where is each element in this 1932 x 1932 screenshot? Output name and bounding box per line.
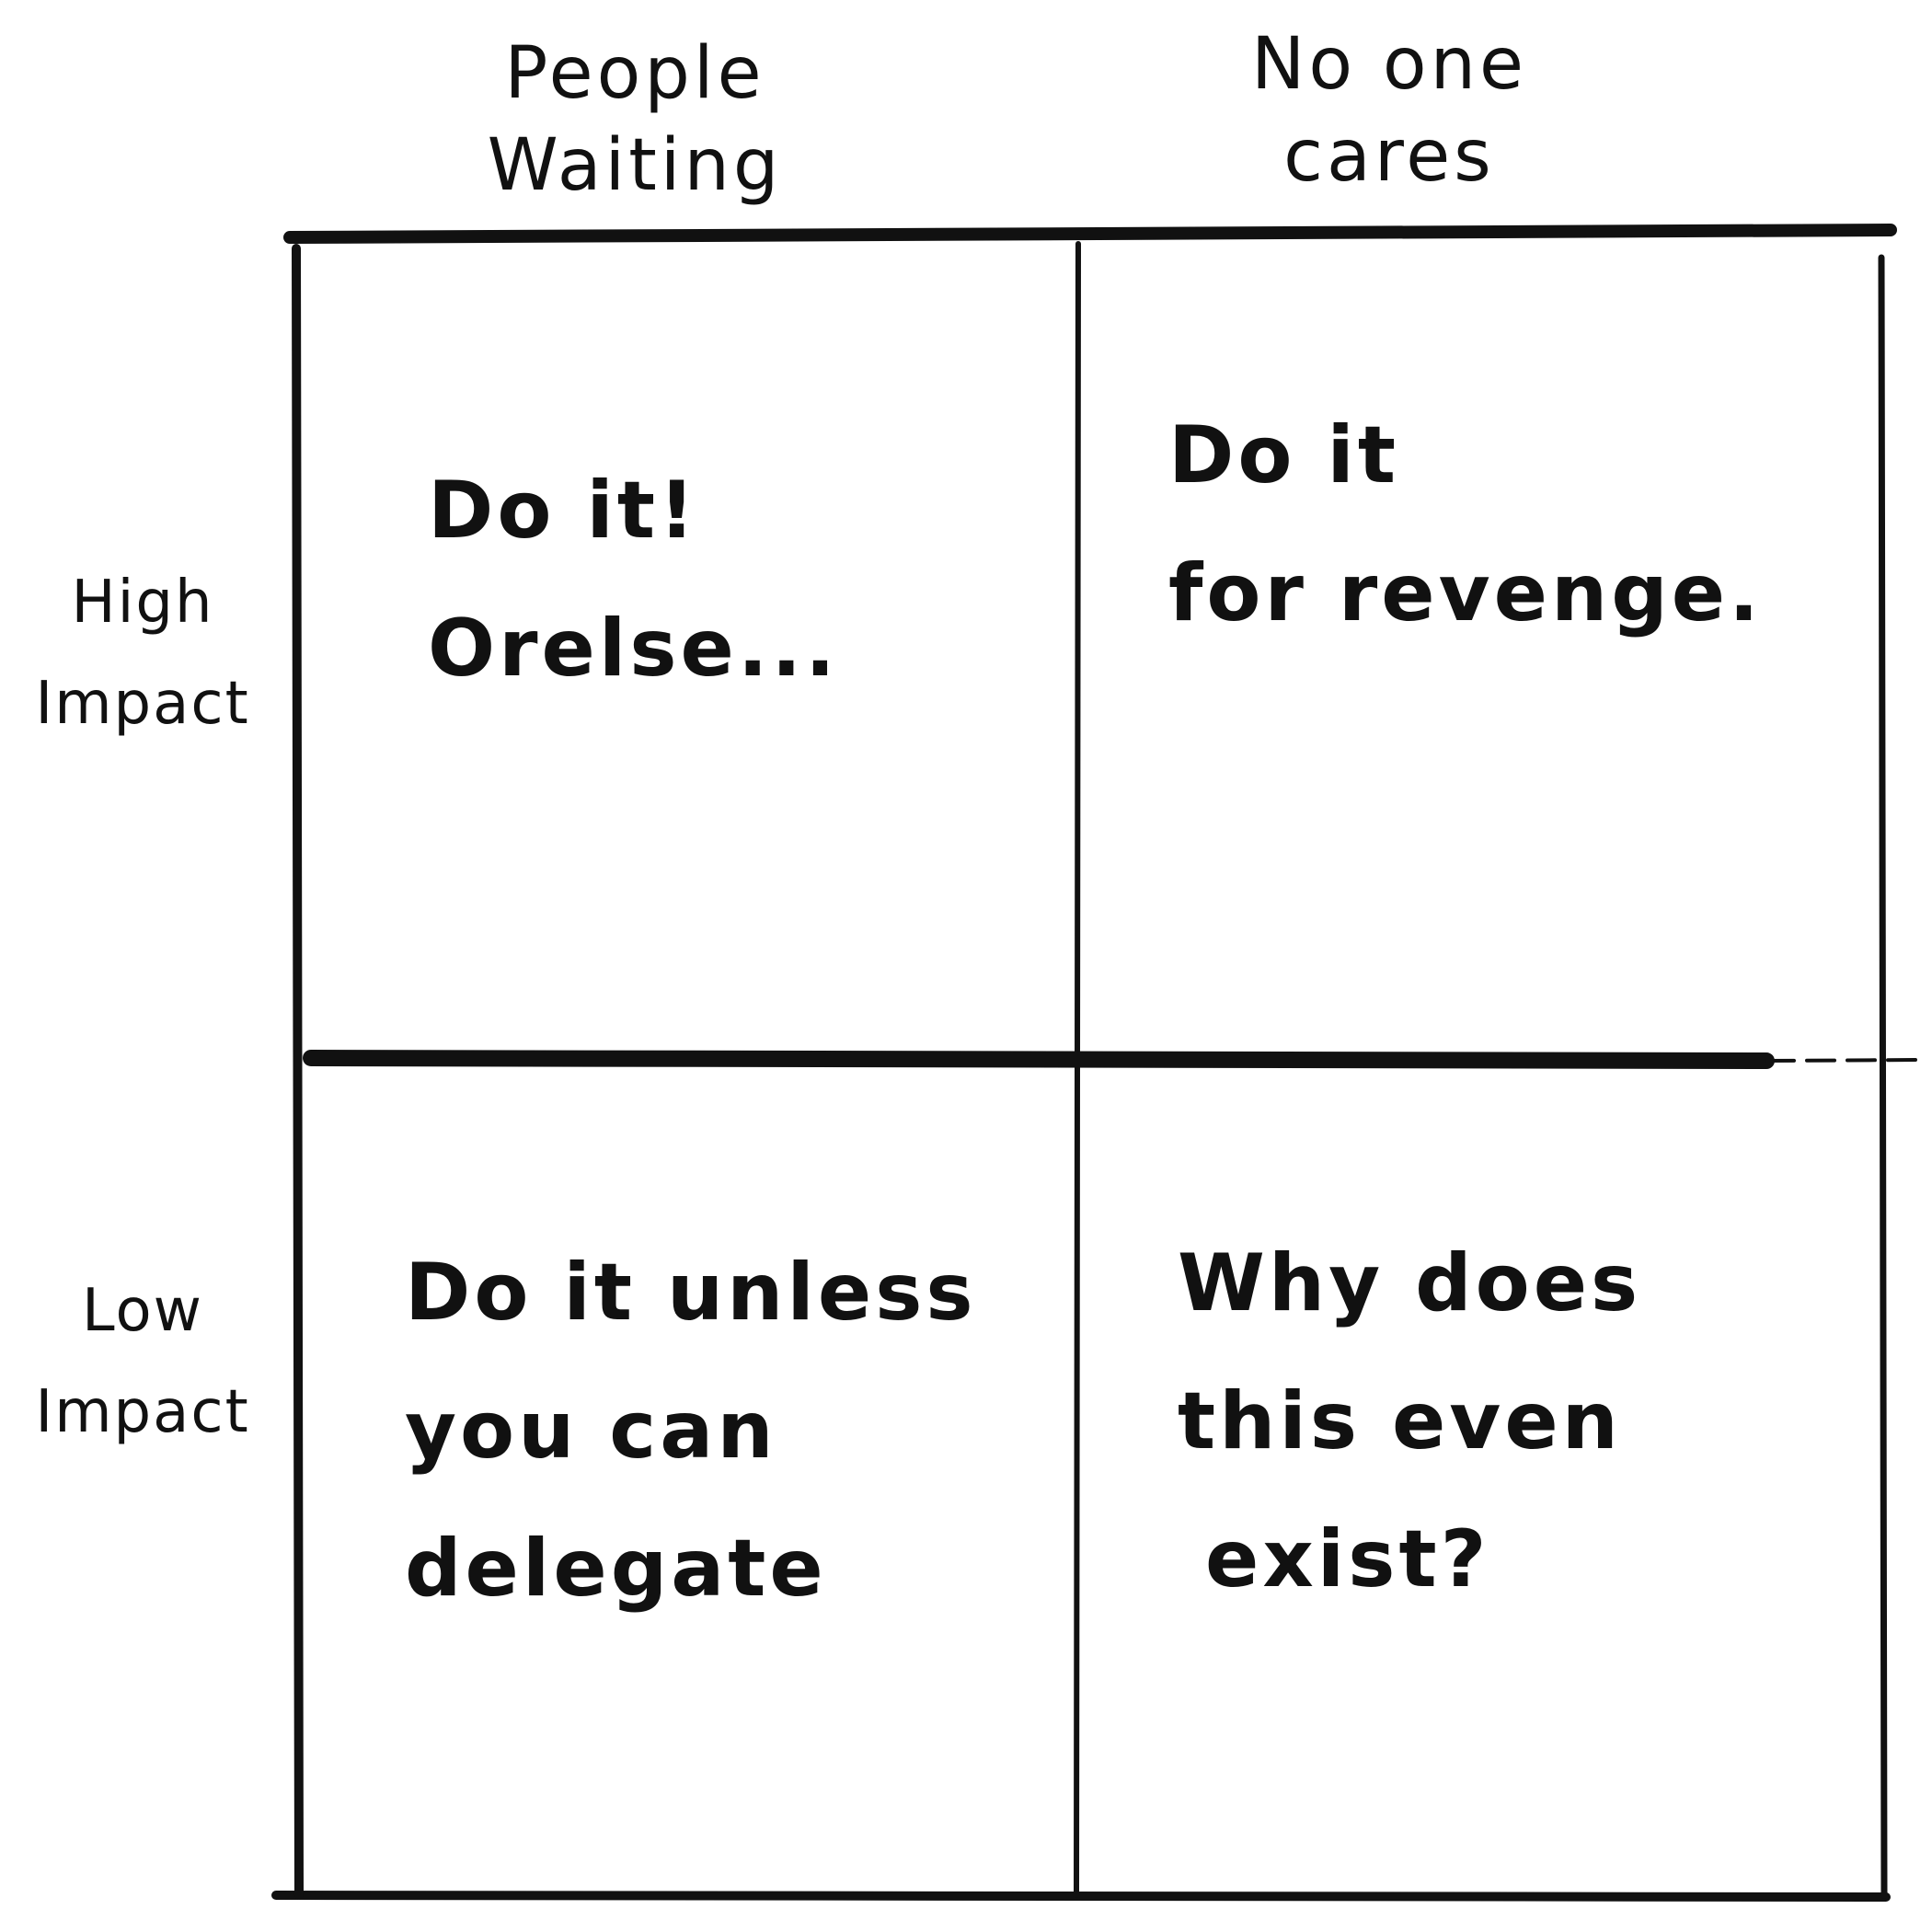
row-header-low-impact: Low Impact <box>9 1260 276 1463</box>
quadrant-top-left: Do it! Orelse... <box>428 442 839 718</box>
grid-center-horizontal-line <box>303 1050 1775 1069</box>
column-header-line2: Waiting <box>487 124 783 207</box>
row-header-line1: Low <box>81 1277 204 1345</box>
quadrant-text-line2: you can <box>405 1385 777 1477</box>
column-header-line2: cares <box>1283 115 1495 198</box>
column-header-line1: No one <box>1250 23 1527 106</box>
column-header-people-waiting: People Waiting <box>405 28 865 212</box>
grid-right-line <box>1878 254 1888 1899</box>
quadrant-text-line1: Do it <box>1168 409 1399 501</box>
quadrant-text-line1: Do it unless <box>405 1247 977 1339</box>
column-header-no-one-cares: No one cares <box>1159 18 1619 202</box>
quadrant-text-line2: for revenge. <box>1168 547 1763 639</box>
quadrant-text-line1: Why does <box>1178 1237 1642 1329</box>
column-header-line1: People <box>504 32 765 115</box>
quadrant-top-right: Do it for revenge. <box>1168 386 1763 662</box>
quadrant-bottom-left: Do it unless you can delegate <box>405 1224 977 1638</box>
quadrant-text-line2: this even <box>1178 1375 1622 1467</box>
grid-bottom-line <box>271 1891 1891 1902</box>
row-header-high-impact: High Impact <box>9 552 276 754</box>
grid-top-line <box>283 224 1897 244</box>
row-header-line2: Impact <box>35 670 250 738</box>
row-header-line1: High <box>71 569 214 637</box>
row-header-line2: Impact <box>35 1378 250 1446</box>
grid-center-horizontal-tail <box>1765 1058 1925 1063</box>
grid-center-vertical-line <box>1074 241 1081 1898</box>
quadrant-text-line2: Orelse... <box>428 603 839 695</box>
grid-left-line <box>292 244 304 1900</box>
quadrant-text-line3: exist? <box>1205 1513 1490 1605</box>
quadrant-bottom-right: Why does this even exist? <box>1178 1214 1641 1628</box>
quadrant-text-line3: delegate <box>405 1523 827 1615</box>
quadrant-text-line1: Do it! <box>428 465 699 557</box>
